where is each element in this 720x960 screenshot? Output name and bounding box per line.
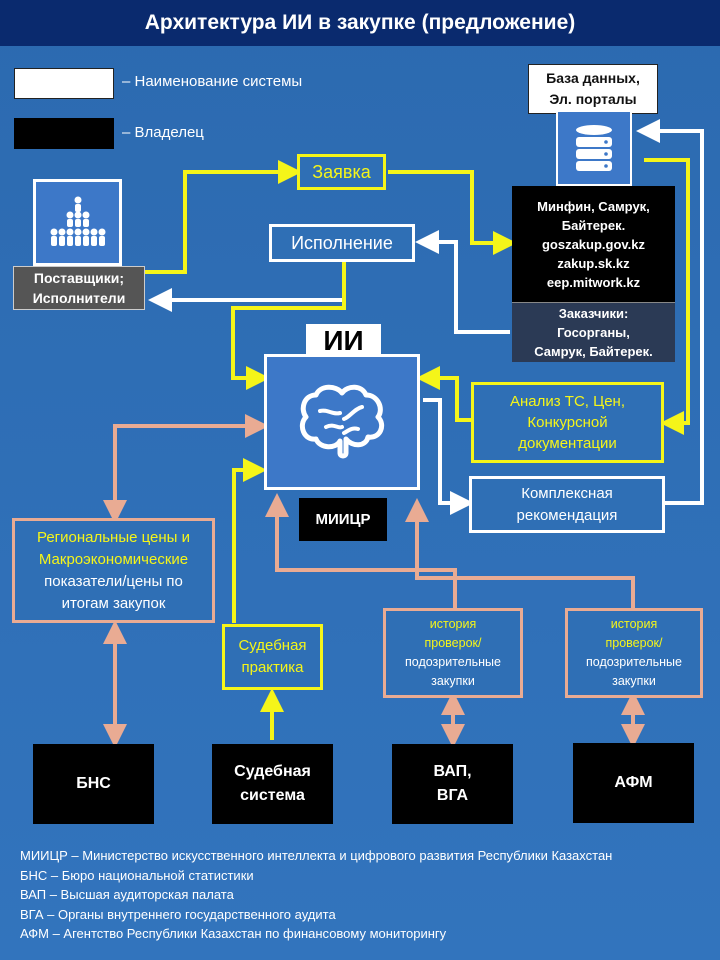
connector-court-ai — [232, 458, 267, 623]
db-header: База данных, Эл. порталы — [528, 64, 658, 114]
db-customer-line: Заказчики: — [558, 306, 629, 321]
owner-court-system: Судебная система — [212, 744, 333, 824]
history-line: закупки — [612, 674, 656, 688]
analysis-box: Анализ ТС, Цен, Конкурсной документации — [471, 382, 664, 463]
regional-prices-box: Региональные цены и Макроэкономические п… — [12, 518, 215, 623]
connector-recommendation-db — [636, 119, 704, 505]
suppliers-label-line: Поставщики; — [33, 270, 125, 286]
connector-db-analysis — [644, 158, 690, 435]
db-owner-line: goszakup.gov.kz — [541, 236, 646, 252]
court-practice-box: Судебная практика — [222, 624, 323, 690]
analysis-line: Конкурсной — [527, 414, 608, 431]
history-line: закупки — [431, 674, 475, 688]
connector-analysis-ai — [416, 366, 471, 422]
history-line: подозрительные — [586, 655, 682, 669]
vap-line: ВГА — [436, 787, 469, 804]
owner-bns: БНС — [33, 744, 154, 824]
database-icon — [556, 110, 632, 186]
analysis-line: документации — [518, 435, 617, 452]
ai-label: ИИ — [306, 324, 381, 357]
db-owner-line: zakup.sk.kz — [557, 255, 630, 271]
history-line: история — [610, 617, 658, 631]
history-line: подозрительные — [405, 655, 501, 669]
db-owners: Минфин, Самрук, Байтерек. goszakup.gov.k… — [512, 186, 675, 302]
court-system-line: Судебная — [234, 763, 311, 780]
regional-line: показатели/цены по — [44, 572, 183, 590]
abbreviation-line: БНС – Бюро национальной статистики — [20, 867, 254, 883]
history-box-vap: история проверок/ подозрительные закупки — [383, 608, 523, 698]
court-practice-line: Судебная — [238, 637, 307, 654]
ai-owner: МИИЦР — [299, 498, 387, 541]
legend-system-label: – Наименование системы — [122, 73, 303, 90]
zayavka-box: Заявка — [297, 154, 386, 190]
connector-ispolnenie-ai — [231, 262, 346, 390]
connector-history1-ai — [265, 493, 457, 608]
analysis-line: Анализ ТС, Цен, — [509, 393, 626, 410]
legend-owner-swatch — [14, 118, 114, 149]
database-cylinder-icon — [576, 125, 612, 171]
connector-zayavka-db — [388, 170, 517, 255]
abbreviation-line: ВГА – Органы внутреннего государственног… — [20, 906, 336, 922]
history-box-afm: история проверок/ подозрительные закупки — [565, 608, 703, 698]
db-customer-line: Госорганы, — [557, 325, 630, 340]
db-owner-line: eep.mitwork.kz — [546, 274, 641, 290]
history-line: история — [429, 617, 477, 631]
connector-suppliers-zayavka — [145, 160, 302, 274]
abbreviation-line: АФМ – Агентство Республики Казахстан по … — [20, 926, 447, 941]
db-customer-line: Самрук, Байтерек. — [534, 344, 653, 359]
db-header-line2: Эл. порталы — [549, 91, 637, 107]
vap-line: ВАП, — [433, 763, 472, 780]
db-owner-line: Минфин, Самрук, — [537, 198, 650, 214]
legend-owner-label: – Владелец — [122, 124, 204, 141]
court-system-line: система — [240, 787, 305, 804]
db-owner-line: Байтерек. — [561, 217, 626, 233]
ispolnenie-box: Исполнение — [269, 224, 415, 262]
suppliers-label-line: Исполнители — [32, 290, 126, 306]
ai-core — [264, 354, 420, 490]
regional-line: Макроэкономические — [38, 550, 189, 568]
legend-system-swatch — [14, 68, 114, 99]
regional-line: итогам закупок — [61, 594, 166, 612]
court-practice-line: практика — [241, 659, 304, 676]
connector-customers-ispolnenie — [415, 230, 510, 334]
connector-history2-ai — [405, 498, 635, 608]
page-title: Архитектура ИИ в закупке (предложение) — [0, 0, 720, 46]
connector-regional-ai — [103, 414, 269, 524]
owner-vap-vga: ВАП, ВГА — [392, 744, 513, 824]
db-header-line1: База данных, — [546, 70, 640, 86]
abbreviations-notes: МИИЦР – Министерство искусственного инте… — [20, 846, 710, 944]
suppliers-label: Поставщики; Исполнители — [13, 266, 145, 310]
connector-ispolnenie-suppliers — [148, 262, 346, 312]
history-line: проверок/ — [605, 636, 663, 650]
abbreviation-line: МИИЦР – Министерство искусственного инте… — [20, 848, 613, 863]
suppliers-icon — [33, 179, 122, 266]
connector-ai-recommendation — [423, 398, 474, 515]
complex-rec-line: рекомендация — [516, 506, 618, 524]
people-group-icon — [50, 196, 105, 246]
db-customers: Заказчики: Госорганы, Самрук, Байтерек. — [512, 302, 675, 362]
history-line: проверок/ — [424, 636, 482, 650]
abbreviation-line: ВАП – Высшая аудиторская палата — [20, 887, 234, 902]
owner-afm: АФМ — [573, 743, 694, 823]
complex-rec-line: Комплексная — [521, 484, 613, 502]
regional-line: Региональные цены и — [36, 528, 191, 546]
complex-recommendation-box: Комплексная рекомендация — [469, 476, 665, 533]
brain-icon — [299, 384, 385, 459]
